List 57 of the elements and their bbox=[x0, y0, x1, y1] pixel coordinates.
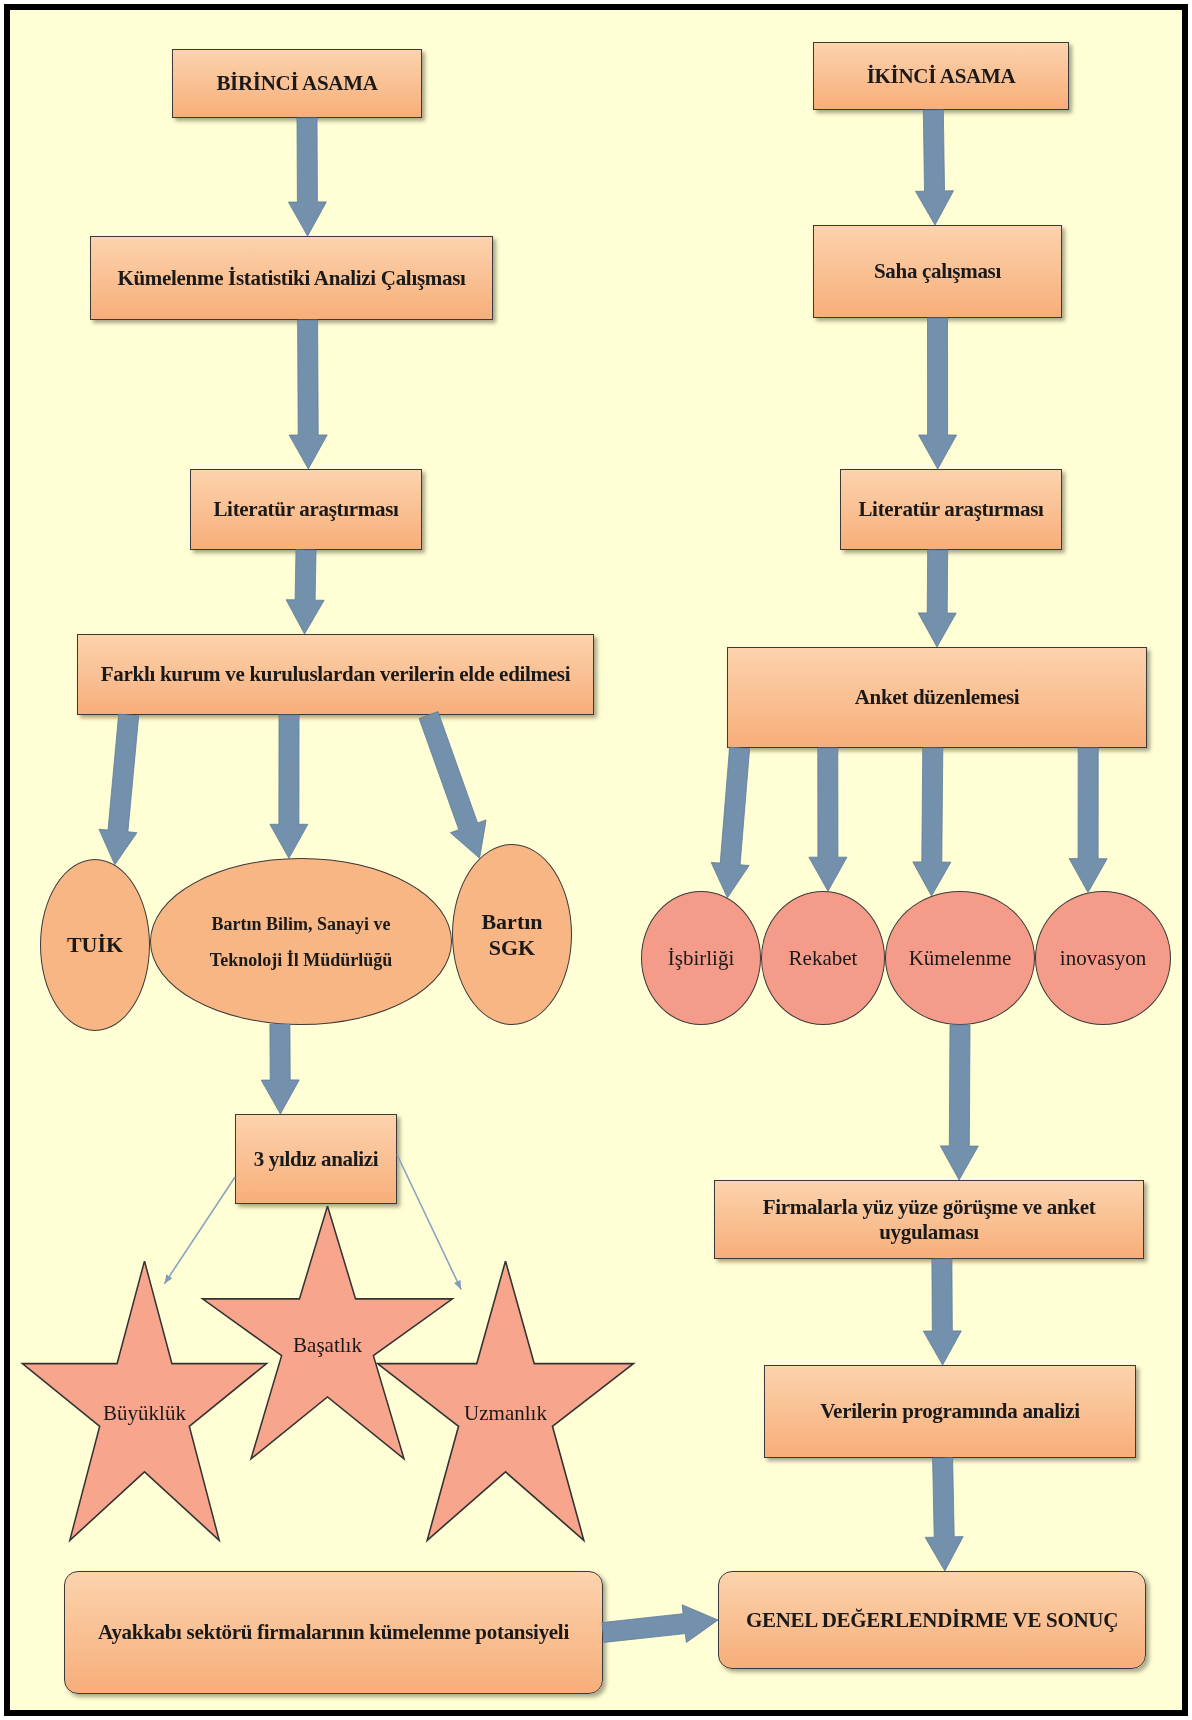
node-text: İKİNCİ ASAMA bbox=[866, 63, 1016, 89]
arrow bbox=[396, 1153, 462, 1291]
block-arrow bbox=[418, 711, 487, 859]
node-text: inovasyon bbox=[1059, 945, 1147, 971]
block-arrow bbox=[918, 317, 957, 470]
node-text: Saha çalışması bbox=[873, 259, 1002, 284]
process-box bbox=[840, 469, 1062, 550]
node-text: Bartın Bilim, Sanayi ve Teknoloji İl Müdürlüğü bbox=[208, 912, 394, 972]
block-arrow bbox=[808, 747, 848, 892]
block-arrow bbox=[288, 117, 327, 237]
process-box bbox=[90, 236, 493, 320]
block-arrow bbox=[939, 1024, 979, 1181]
node-text: Anket düzenlemesi bbox=[854, 685, 1020, 710]
arrow bbox=[163, 1176, 236, 1285]
node-text: Ayakkabı sektörü firmalarının kümelenme potansiyeli bbox=[98, 1620, 569, 1645]
node-text: İşbirliği bbox=[667, 945, 735, 971]
node-text: GENEL DEĞERLENDİRME VE SONUÇ bbox=[745, 1607, 1119, 1633]
block-arrow bbox=[922, 1258, 962, 1366]
block-arrow bbox=[285, 549, 325, 635]
block-arrow bbox=[269, 714, 309, 859]
process-box bbox=[764, 1365, 1136, 1458]
node-text: Büyüklük bbox=[103, 1401, 186, 1426]
node-text: Verilerin programında analizi bbox=[820, 1399, 1080, 1424]
node-text: Literatür araştırması bbox=[213, 497, 399, 522]
process-box bbox=[77, 634, 594, 715]
node-text: TUİK bbox=[66, 932, 124, 958]
block-arrow bbox=[288, 319, 328, 470]
node-text: Farklı kurum ve kuruluslardan verilerin elde edilmesi bbox=[100, 662, 571, 687]
node-text: Başatlık bbox=[293, 1332, 362, 1358]
block-arrow bbox=[1068, 747, 1108, 893]
block-arrow bbox=[924, 1457, 964, 1572]
node-text: Literatür araştırması bbox=[858, 497, 1044, 522]
node-text: Bartın SGK bbox=[480, 908, 544, 961]
star-shape bbox=[20, 1261, 269, 1546]
block-arrow bbox=[912, 747, 952, 897]
block-arrow bbox=[917, 549, 957, 648]
node-text: Firmalarla yüz yüze görüşme ve anket uygulaması bbox=[761, 1194, 1097, 1245]
process-box bbox=[813, 225, 1062, 318]
node-text: Kümelenme İstatistiki Analizi Çalışması bbox=[117, 265, 466, 291]
process-box bbox=[813, 42, 1069, 110]
block-arrow bbox=[601, 1604, 719, 1643]
process-box bbox=[727, 647, 1147, 748]
process-box bbox=[714, 1180, 1144, 1259]
node-text: BİRİNCİ ASAMA bbox=[216, 71, 378, 96]
block-arrow bbox=[260, 1023, 300, 1115]
rounded-process-box bbox=[64, 1571, 603, 1694]
rounded-process-box bbox=[718, 1571, 1146, 1669]
block-arrow bbox=[915, 109, 954, 226]
block-arrow bbox=[710, 746, 750, 899]
node-text: Kümelenme bbox=[908, 945, 1012, 971]
node-text: Uzmanlık bbox=[464, 1401, 547, 1426]
node-text: 3 yıldız analizi bbox=[253, 1146, 379, 1172]
process-box bbox=[190, 469, 422, 550]
block-arrow bbox=[98, 713, 140, 866]
node-text: Rekabet bbox=[788, 945, 858, 971]
process-box bbox=[172, 49, 422, 118]
process-box bbox=[235, 1114, 397, 1204]
